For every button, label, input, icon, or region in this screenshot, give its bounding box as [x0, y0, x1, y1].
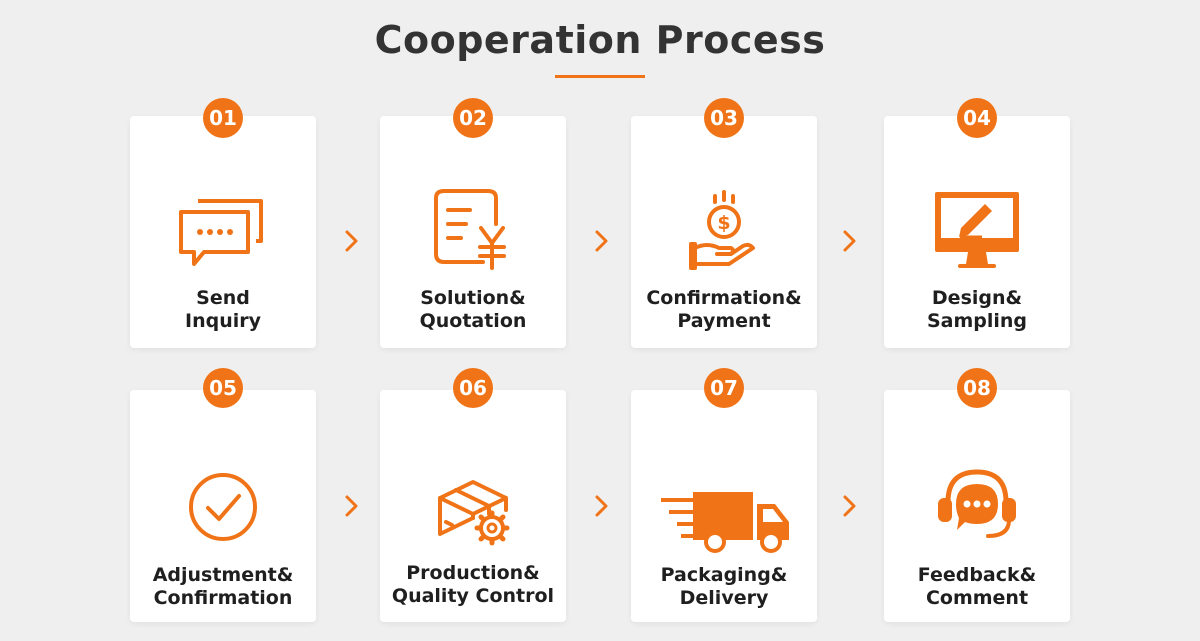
- step-number-badge-4: 04: [957, 98, 997, 138]
- step-number-badge-2: 02: [453, 98, 493, 138]
- chevron-right-icon: [592, 226, 612, 256]
- chevron-right-icon: [342, 226, 362, 256]
- step-label-6: Production&Quality Control: [391, 562, 555, 607]
- chevron-right-icon: [840, 226, 860, 256]
- step-number-badge-3: 03: [704, 98, 744, 138]
- step-label-3: Confirmation&Payment: [646, 287, 802, 332]
- step-label-8: Feedback&Comment: [917, 564, 1037, 609]
- step-card-6: Production&Quality Control: [380, 390, 566, 622]
- step-label-7: Packaging&Delivery: [660, 564, 788, 609]
- page-title: Cooperation Process: [374, 18, 826, 62]
- step-number-badge-6: 06: [453, 368, 493, 408]
- step-card-2: Solution&Quotation: [380, 116, 566, 348]
- step-label-2: Solution&Quotation: [419, 287, 527, 332]
- hand-coin-icon: $: [677, 186, 771, 280]
- quotation-document-icon: [426, 186, 520, 280]
- headset-chat-icon: [930, 460, 1024, 554]
- chevron-right-icon: [342, 491, 362, 521]
- step-number-badge-5: 05: [203, 368, 243, 408]
- step-card-4: Design&Sampling: [884, 116, 1070, 348]
- step-card-3: $ Confirmation&Payment: [631, 116, 817, 348]
- check-circle-icon: [176, 460, 270, 554]
- svg-text:$: $: [717, 212, 730, 234]
- step-label-4: Design&Sampling: [926, 287, 1028, 332]
- chat-bubbles-icon: [176, 186, 270, 280]
- step-number-badge-1: 01: [203, 98, 243, 138]
- step-number-badge-8: 08: [957, 368, 997, 408]
- chevron-right-icon: [592, 491, 612, 521]
- title-underline: [555, 75, 645, 78]
- chevron-right-icon: [840, 491, 860, 521]
- step-card-5: Adjustment&Confirmation: [130, 390, 316, 622]
- box-gear-icon: [426, 460, 520, 554]
- step-number-badge-7: 07: [704, 368, 744, 408]
- step-label-5: Adjustment&Confirmation: [152, 564, 294, 609]
- delivery-truck-icon: [657, 460, 793, 554]
- step-card-8: Feedback&Comment: [884, 390, 1070, 622]
- monitor-pen-icon: [930, 186, 1024, 280]
- step-card-7: Packaging&Delivery: [631, 390, 817, 622]
